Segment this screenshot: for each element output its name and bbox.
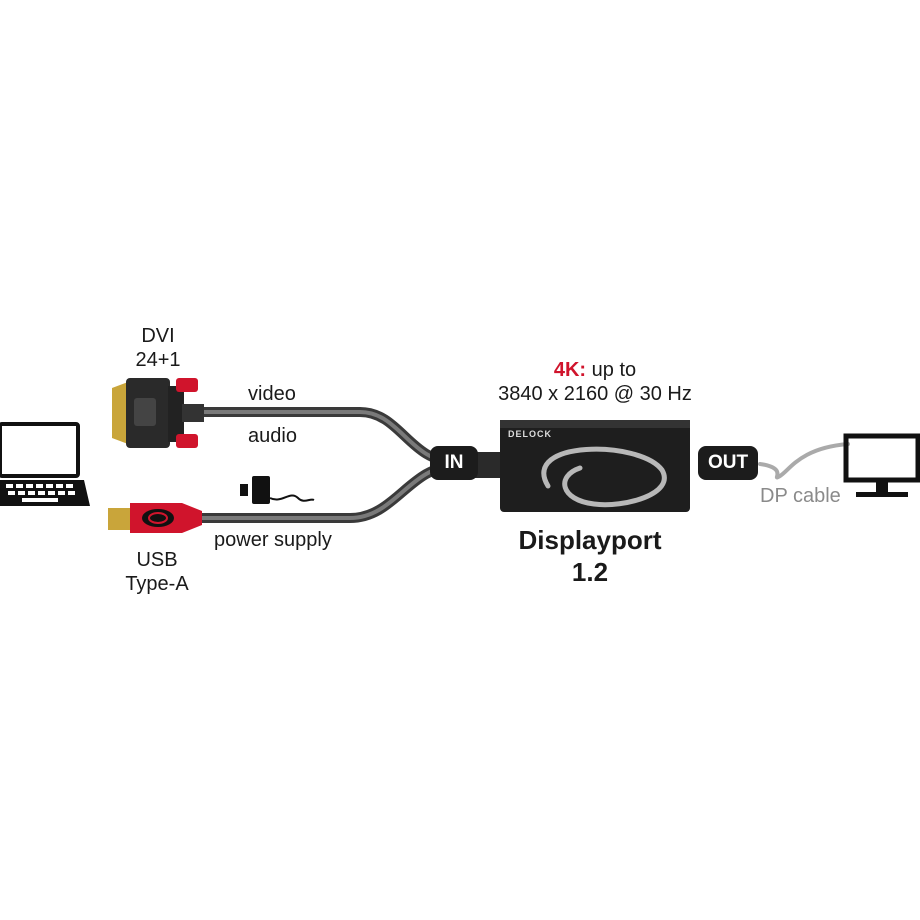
out-port-badge: OUT — [698, 446, 758, 480]
device-title: Displayport 1.2 — [490, 524, 690, 588]
monitor-icon — [843, 433, 920, 497]
audio-label: audio — [248, 425, 297, 447]
resolution-upto: up to — [586, 359, 637, 381]
dp-cable-label: DP cable — [760, 485, 841, 507]
usb-label-line2: Type-A — [125, 573, 189, 595]
resolution-spec: 4K: up to 3840 x 2160 @ 30 Hz — [480, 358, 710, 406]
laptop-icon — [0, 422, 90, 506]
dvi-label-line1: DVI — [141, 325, 175, 347]
usb-label: USB Type-A — [112, 548, 202, 596]
dvi-connector-icon — [112, 378, 204, 448]
dvi-label: DVI 24+1 — [118, 324, 198, 372]
adapter-box — [500, 420, 690, 512]
device-title-line2: 1.2 — [571, 557, 609, 587]
power-adapter-icon — [240, 476, 315, 504]
power-supply-label: power supply — [214, 529, 332, 551]
video-label: video — [248, 383, 296, 405]
device-title-line1: Displayport — [518, 525, 662, 555]
dvi-label-line2: 24+1 — [135, 349, 181, 371]
brand-logo: DELOCK — [508, 429, 552, 439]
resolution-highlight: 4K: — [553, 359, 587, 381]
in-port-badge: IN — [430, 446, 478, 480]
resolution-spec-line2: 3840 x 2160 @ 30 Hz — [498, 383, 692, 405]
usb-connector-icon — [108, 503, 202, 533]
dp-cable — [758, 442, 850, 480]
resolution-spec-line1: 4K: up to — [480, 358, 710, 382]
usb-label-line1: USB — [136, 549, 178, 571]
